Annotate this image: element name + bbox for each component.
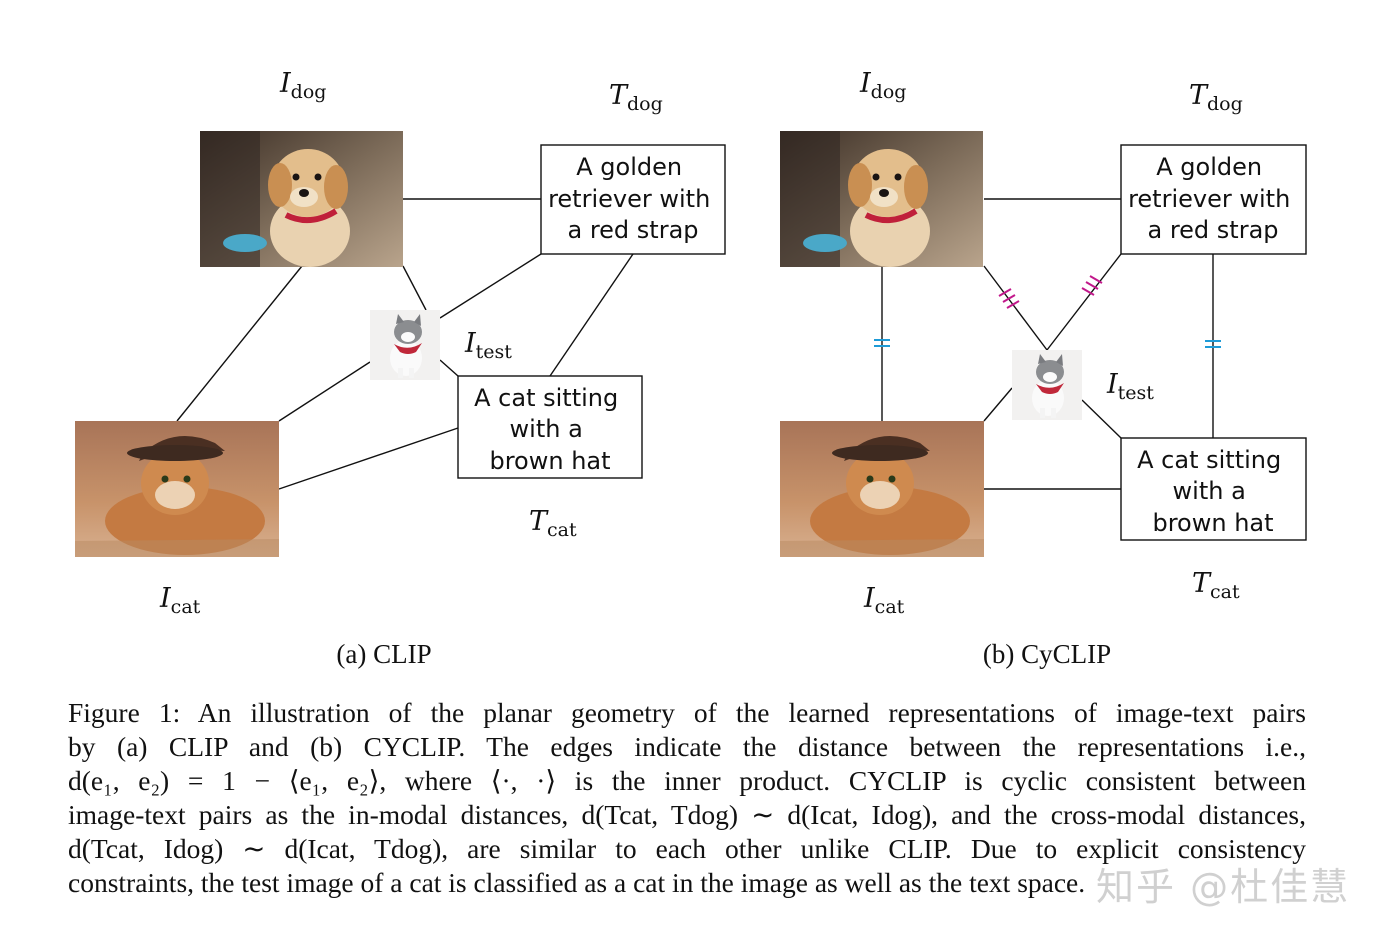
textbox-b-cat-text: A cat sitting with a brown hat (1137, 446, 1289, 537)
edge-a-itest-tcat (439, 359, 459, 377)
watermark: 知乎 @杜佳慧 (1096, 865, 1351, 909)
textbox-a-cat (457, 375, 643, 479)
label-b-idog: Idog (859, 68, 906, 103)
subcaption-b: (b) CyCLIP (983, 639, 1111, 669)
textbox-a-dog (540, 144, 726, 255)
figure-caption: Figure 1: An illustration of the planar … (68, 696, 1306, 900)
label-a-icat: Icat (159, 583, 201, 618)
textbox-b-dog (1120, 144, 1307, 255)
caption-line: Figure 1: An illustration of the planar … (68, 697, 1306, 728)
image-b-dog (780, 131, 983, 267)
label-a-itest: Itest (464, 328, 512, 363)
caption-line: image-text pairs as the in-modal distanc… (68, 799, 1306, 830)
edge-b-itest-tcat (1081, 399, 1122, 439)
tick-marks (874, 275, 1221, 348)
label-a-tdog: Tdog (609, 80, 663, 115)
label-a-idog: Idog (279, 68, 326, 103)
edge-a-idog-icat (176, 265, 303, 422)
label-b-icat: Icat (863, 583, 905, 618)
subcaption-a: (a) CLIP (336, 639, 431, 669)
textbox-b-cat (1120, 437, 1307, 541)
textbox-a-dog-text: A golden retriever with a red strap (548, 153, 718, 244)
image-a-test (370, 310, 440, 380)
image-b-test (1012, 350, 1082, 420)
edge-b-tdog-itest (1046, 253, 1122, 351)
textbox-b-dog-text: A golden retriever with a red strap (1128, 153, 1298, 244)
edge-a-icat-tcat (278, 427, 459, 490)
image-b-cat (780, 421, 984, 557)
figure: A golden retriever with a red strap A ca… (75, 68, 1307, 669)
caption-line: d(Tcat, Idog) ∼ d(Icat, Tdog), are simil… (68, 833, 1306, 864)
edge-a-idog-itest (402, 265, 427, 311)
caption-line: constraints, the test image of a cat is … (68, 867, 1086, 898)
edge-a-tdog-itest (439, 253, 542, 319)
image-a-cat (75, 421, 279, 557)
textbox-a-cat-text: A cat sitting with a brown hat (474, 384, 626, 475)
edge-a-tdog-tcat (549, 253, 634, 377)
panel-a-edges (176, 198, 634, 490)
caption-line: by (a) CLIP and (b) CYCLIP. The edges in… (68, 731, 1306, 762)
label-a-tcat: Tcat (529, 506, 577, 541)
caption-line: d(e₁, e₂) = 1 − ⟨e₁, e₂⟩, where ⟨·, ·⟩ i… (68, 765, 1306, 796)
edge-a-icat-itest (278, 361, 371, 422)
edge-b-icat-itest (983, 387, 1013, 422)
label-b-itest: Itest (1106, 369, 1154, 404)
label-b-tdog: Tdog (1189, 80, 1243, 115)
label-b-tcat: Tcat (1192, 568, 1240, 603)
image-a-dog (200, 131, 403, 267)
edge-b-idog-itest (983, 265, 1048, 351)
